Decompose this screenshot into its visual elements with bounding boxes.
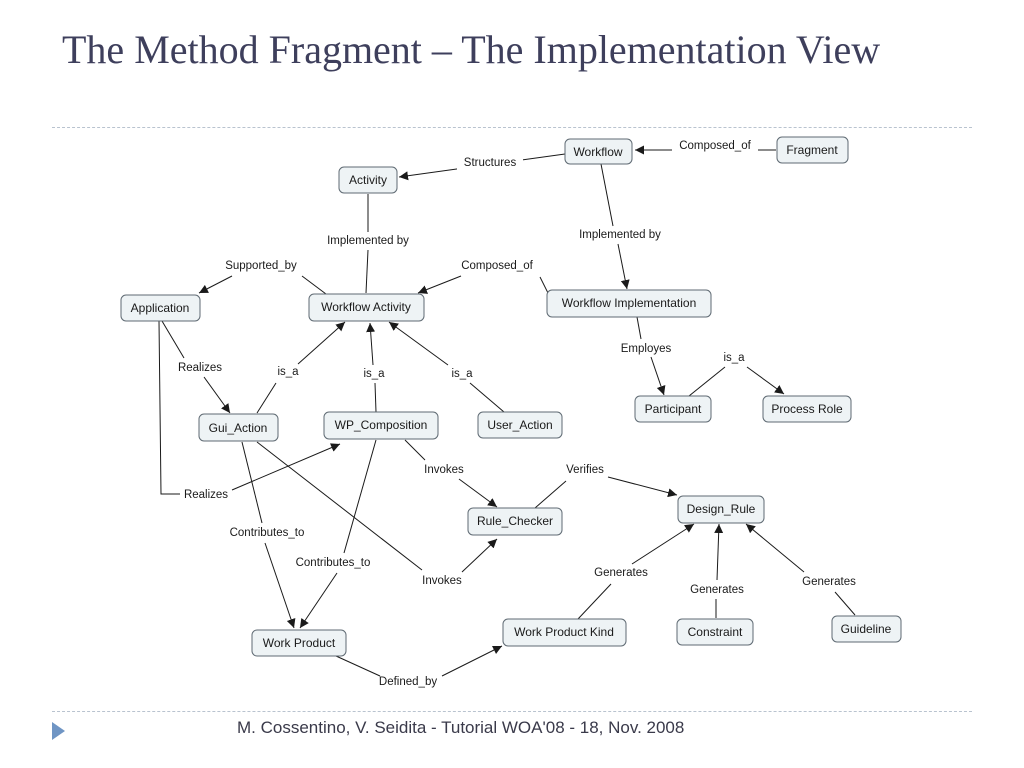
node-rule-checker: Rule_Checker bbox=[467, 507, 563, 536]
edge-participant-is-a-process-role: is_a bbox=[688, 352, 785, 397]
node-application: Application bbox=[120, 294, 201, 322]
edge-label: Generates bbox=[690, 584, 744, 596]
edge-composed-of-workflow-activity: Composed_of bbox=[417, 260, 549, 294]
node-label: WP_Composition bbox=[335, 418, 428, 432]
node-user-action: User_Action bbox=[477, 411, 563, 439]
edge-supported-by: Supported_by bbox=[198, 260, 327, 295]
edge-fragment-composed-of-workflow: Composed_of bbox=[635, 139, 776, 155]
edge-label: is_a bbox=[723, 352, 745, 364]
edge-label: Verifies bbox=[566, 464, 604, 476]
slide-title: The Method Fragment – The Implementation… bbox=[62, 27, 881, 72]
edge-label: Contributes_to bbox=[296, 557, 371, 569]
edge-label: Supported_by bbox=[225, 260, 297, 272]
node-guideline: Guideline bbox=[831, 615, 902, 643]
edge-activity-implemented-by: Implemented by bbox=[327, 194, 409, 294]
edge-label: Defined_by bbox=[379, 676, 437, 688]
node-label: Application bbox=[131, 301, 190, 315]
node-label: Work Product bbox=[263, 636, 336, 650]
edge-application-realizes-gui-action: Realizes bbox=[161, 320, 231, 414]
node-label: Design_Rule bbox=[687, 502, 756, 516]
node-label: User_Action bbox=[487, 418, 552, 432]
node-workflow: Workflow bbox=[564, 138, 633, 165]
node-label: Constraint bbox=[688, 625, 743, 639]
edge-label: is_a bbox=[363, 368, 385, 380]
edge-workflow-implemented-by: Implemented by bbox=[579, 163, 661, 290]
edge-label: Composed_of bbox=[679, 140, 751, 152]
edge-label: Invokes bbox=[422, 575, 462, 587]
node-label: Work Product Kind bbox=[514, 625, 614, 639]
node-work-product-kind: Work Product Kind bbox=[502, 618, 627, 647]
edge-gui-action-invokes: Invokes bbox=[256, 441, 498, 587]
edge-workflow-structures-activity: Structures bbox=[398, 153, 566, 181]
node-design-rule: Design_Rule bbox=[677, 495, 765, 524]
node-activity: Activity bbox=[338, 166, 398, 194]
edge-work-product-kind-generates: Generates bbox=[577, 523, 695, 620]
edge-wp-composition-invokes: Invokes bbox=[404, 439, 498, 508]
node-fragment: Fragment bbox=[776, 136, 849, 164]
edge-application-realizes-wp-composition: Realizes bbox=[158, 320, 341, 501]
node-label: Workflow bbox=[573, 145, 622, 159]
node-label: Activity bbox=[349, 173, 387, 187]
node-label: Workflow Activity bbox=[321, 300, 411, 314]
edge-wp-composition-contributes-to: Contributes_to bbox=[296, 439, 377, 629]
node-label: Process Role bbox=[771, 402, 843, 416]
edge-label: Implemented by bbox=[327, 235, 409, 247]
edge-label: Invokes bbox=[424, 464, 464, 476]
edge-verifies: Verifies bbox=[534, 464, 678, 509]
node-gui-action: Gui_Action bbox=[198, 413, 279, 442]
edge-gui-action-contributes-to: Contributes_to bbox=[230, 441, 305, 629]
node-workflow-activity: Workflow Activity bbox=[308, 293, 425, 322]
node-label: Rule_Checker bbox=[477, 514, 553, 528]
edge-label: is_a bbox=[277, 366, 299, 378]
edge-guideline-generates: Generates bbox=[745, 523, 856, 616]
edge-employes: Employes bbox=[621, 316, 672, 396]
edge-user-action-is-a: is_a bbox=[388, 321, 505, 413]
edge-label: Generates bbox=[802, 576, 856, 588]
node-constraint: Constraint bbox=[676, 618, 754, 646]
title-divider bbox=[52, 127, 972, 128]
edge-label: Generates bbox=[594, 567, 648, 579]
node-workflow-implementation: Workflow Implementation bbox=[546, 289, 712, 318]
node-process-role: Process Role bbox=[762, 395, 852, 423]
node-label: Guideline bbox=[841, 622, 892, 636]
node-label: Gui_Action bbox=[209, 421, 268, 435]
slide-footer: M. Cossentino, V. Seidita - Tutorial WOA… bbox=[237, 718, 685, 737]
edge-label: Structures bbox=[464, 157, 517, 169]
edge-label: Implemented by bbox=[579, 229, 661, 241]
node-wp-composition: WP_Composition bbox=[323, 411, 439, 440]
edge-label: Realizes bbox=[178, 362, 222, 374]
triangle-bullet-icon bbox=[52, 722, 65, 740]
edge-label: Contributes_to bbox=[230, 527, 305, 539]
edge-gui-action-is-a: is_a bbox=[256, 321, 346, 414]
edge-defined-by: Defined_by bbox=[335, 645, 503, 688]
node-participant: Participant bbox=[634, 395, 712, 423]
footer-divider bbox=[52, 711, 972, 712]
edge-constraint-generates: Generates bbox=[690, 523, 744, 618]
edge-wp-composition-is-a: is_a bbox=[363, 322, 385, 413]
edge-label: Employes bbox=[621, 343, 672, 355]
node-label: Participant bbox=[645, 402, 702, 416]
edge-label: Composed_of bbox=[461, 260, 533, 272]
node-label: Workflow Implementation bbox=[562, 296, 697, 310]
edge-label: Realizes bbox=[184, 489, 228, 501]
node-label: Fragment bbox=[786, 143, 838, 157]
node-work-product: Work Product bbox=[251, 629, 347, 657]
edge-label: is_a bbox=[451, 368, 473, 380]
